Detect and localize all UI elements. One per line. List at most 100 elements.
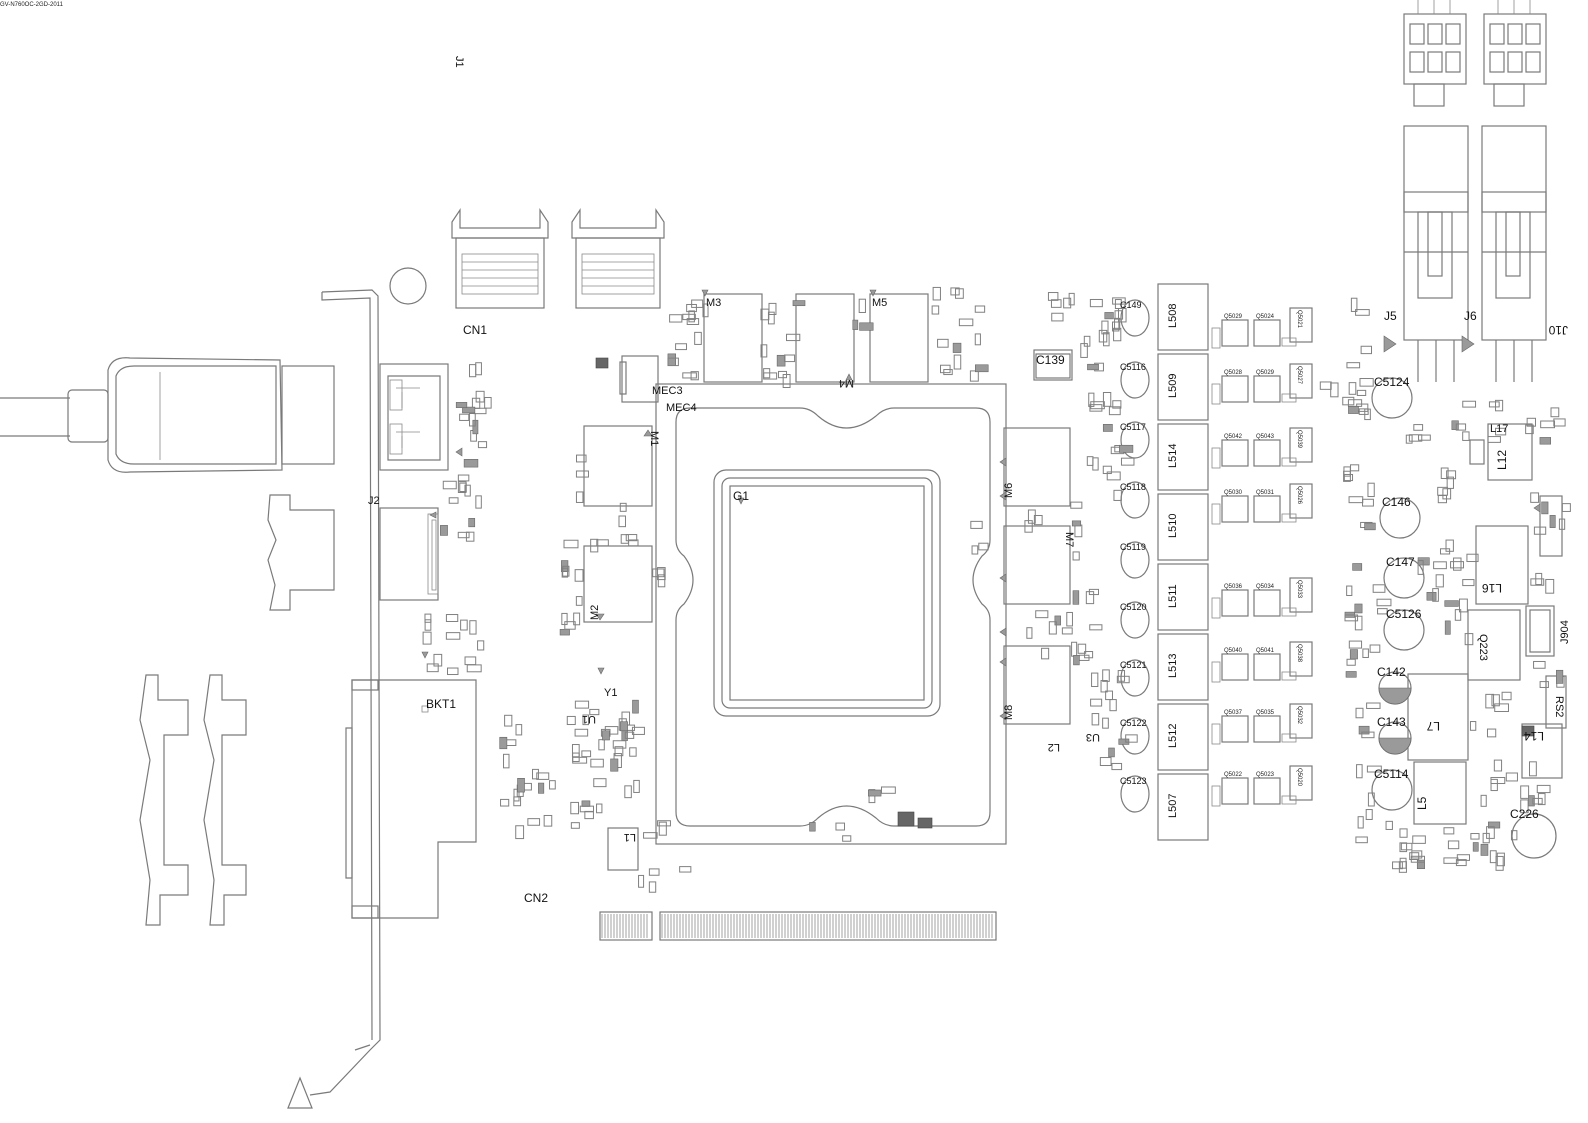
mosfet-label: Q5027 [1296,366,1302,385]
power-connector-top [1403,0,1547,107]
orientation-markers [421,289,1541,829]
mosfet-label: Q5026 [1296,486,1302,505]
mosfet-label: Q5036 [1224,584,1243,590]
capacitor-label: C5116 [1120,362,1146,372]
mosfet-label: Q5035 [1256,710,1275,716]
label-l7: L7 [1426,719,1440,733]
bracket-outline [287,289,381,1109]
capacitor-label: C5123 [1120,776,1147,786]
inductor-label: L508 [1167,304,1179,328]
right-capacitors [1371,377,1557,859]
inductor-label: L510 [1167,514,1179,538]
capacitor-label: C5126 [1386,607,1422,621]
label-j904: J904 [1559,620,1571,644]
label-m8: M8 [1003,705,1015,720]
label-q223: Q223 [1477,634,1489,661]
capacitor-label: C142 [1377,665,1406,679]
label-m3: M3 [706,297,721,309]
mosfet-label: Q5033 [1296,580,1302,599]
mosfet-label: Q5020 [1296,768,1302,787]
mosfet-label: Q5038 [1296,644,1302,663]
inductor-label: L509 [1167,374,1179,398]
mosfet-label: Q5041 [1256,648,1275,654]
vrm-capacitors [1120,299,1150,813]
pcie-edge-connector [599,911,997,941]
label-mec3: MEC3 [652,385,683,397]
label-l14: L14 [1524,729,1544,743]
label-m1: M1 [648,431,660,446]
inductor-label: L507 [1167,794,1179,818]
capacitor-label: C5122 [1120,718,1147,728]
label-bkt1: BKT1 [426,697,456,711]
gpu-frame [655,383,1007,845]
label-j5: J5 [1384,309,1397,323]
label-m2: M2 [589,605,601,620]
capacitor-label: C5121 [1120,660,1147,670]
label-l16: L16 [1482,581,1502,595]
silkscreen-labels: GV-N760OC-2GD-2011 J1 CN1 CN2 J2 BKT1 G1… [0,2,1571,905]
capacitor-label: C5118 [1120,482,1146,492]
label-c139: C139 [1036,353,1065,367]
inductor-label: L514 [1167,444,1179,468]
mount-hole [389,267,427,305]
mosfet-label: Q5030 [1224,490,1243,496]
mosfet-label: Q5023 [1256,772,1275,778]
label-u1: U1 [582,713,596,725]
hdmi-port [379,363,449,471]
mosfet-label: Q5031 [1256,490,1275,496]
capacitor-label: C149 [1120,300,1142,310]
label-l2: L2 [1048,741,1060,753]
vga-side-connector [139,674,247,926]
mosfet-label: Q5024 [1256,314,1275,320]
displayport [379,507,439,601]
label-c226: C226 [1510,807,1539,821]
sli-connector-right [571,208,665,309]
cable-plug [0,357,335,473]
mosfet-label: Q5042 [1224,434,1243,440]
memory-chips [583,293,1071,725]
capacitor-label: C143 [1377,715,1406,729]
label-m7: M7 [1063,532,1075,547]
inductor-label: L511 [1167,584,1179,608]
mosfet-label: Q5034 [1256,584,1275,590]
label-j10: J10 [1548,323,1568,337]
label-l5: L5 [1415,796,1429,810]
mosfet-label: Q5040 [1224,648,1243,654]
right-power-section [607,349,1567,871]
label-m5: M5 [872,297,887,309]
mosfet-label: Q5029 [1256,370,1275,376]
mosfet-label: Q5029 [1224,314,1243,320]
mosfet-label: Q5039 [1296,430,1302,449]
left-connector-shape [267,494,335,611]
label-l17: L17 [1490,423,1508,435]
pcie-power-connectors [1383,125,1547,382]
label-cn2: CN2 [524,891,548,905]
inductor-label: L512 [1167,724,1179,748]
vrm-inductors [1157,283,1209,841]
mosfet-label: Q5022 [1224,772,1243,778]
label-y1: Y1 [604,687,617,699]
board-code: GV-N760OC-2GD-2011 [0,2,64,8]
vrm-mosfets [1211,307,1313,807]
label-cn1: CN1 [463,323,487,337]
capacitor-label: C5114 [1374,767,1409,781]
dvi-port [345,679,477,919]
label-l1: L1 [624,831,636,843]
capacitor-label: C147 [1386,555,1415,569]
label-m6: M6 [1003,483,1015,498]
label-u3: U3 [1086,731,1100,743]
label-l12: L12 [1495,450,1509,470]
label-mec4: MEC4 [666,402,697,414]
inductor-label: L513 [1167,654,1179,678]
label-rs2: RS2 [1553,696,1565,717]
label-g1: G1 [733,489,749,503]
mosfet-label: Q5028 [1224,370,1243,376]
capacitor-label: C5117 [1120,422,1146,432]
label-j2: J2 [368,495,380,507]
label-j1: J1 [453,56,465,68]
label-j6: J6 [1464,309,1477,323]
mosfet-label: Q5037 [1224,710,1243,716]
capacitor-label: C5124 [1374,375,1410,389]
